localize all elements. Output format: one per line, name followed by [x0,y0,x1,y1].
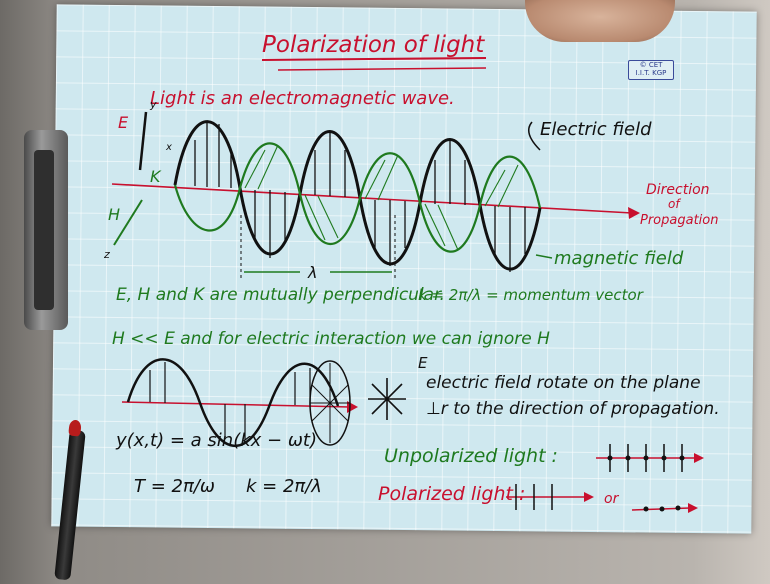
title-underline-2 [277,67,487,71]
k-formula: k = 2π/λ = momentum vector [418,286,644,304]
label-z: z [103,248,110,261]
electric-hatching [194,122,526,272]
direction-of: of [668,197,681,211]
clip-handle [34,150,54,310]
perpendicular-line: E, H and K are mutually perpendicular. [116,285,445,305]
cet-logo: © CET I.I.T. KGP [628,60,674,80]
polarized-label: Polarized light : [378,483,525,505]
propagation-axis [111,183,633,214]
small-axis [121,401,351,408]
magnetic-wave [173,142,542,253]
propagation-arrowhead [628,207,640,219]
title-underline [261,57,487,61]
rotation-spokes [310,363,350,443]
small-wave [126,358,340,447]
polarized-dot-arrowhead [688,503,698,513]
rotate-label-E: E [418,354,428,372]
direction-propagation: Propagation [640,213,718,228]
magnetic-hatching [244,144,519,251]
period-equation: T = 2π/ω [134,476,215,497]
rotate-line-1: electric field rotate on the plane [426,373,701,393]
logo-line-2: I.I.T. KGP [635,69,667,77]
unpolarized-label: Unpolarized light : [384,445,558,467]
electric-wave [173,120,542,271]
label-H: H [108,205,120,224]
star-vectors [368,378,406,420]
magnetic-field-label: magnetic field [554,248,684,269]
electric-field-label: Electric field [540,119,652,140]
direction-label: Direction [646,182,710,198]
title: Polarization of light [262,32,485,58]
small-wave-hatching [149,362,311,440]
unpolarized-dots [607,455,685,461]
ignore-line: H << E and for electric interaction we c… [112,329,550,349]
wave-equation: y(x,t) = a sin(kx − ωt) [115,430,317,451]
rotate-line-2: ⊥r to the direction of propagation. [426,399,720,419]
or-label: or [604,491,620,507]
polarized-arrowhead [584,492,594,502]
label-K: K [150,167,162,186]
polarized-dots [643,505,681,512]
polarized-arrows [515,484,553,510]
label-x: x [165,142,172,153]
logo-line-1: © CET [639,61,663,69]
electric-pointer [528,121,541,151]
presenter-hand [525,0,675,42]
label-y: y [149,98,157,111]
H-arrow [113,199,143,246]
k-equation: k = 2π/λ [246,476,322,497]
magnetic-pointer [535,254,553,259]
E-arrow [138,111,148,171]
unpolarized-arrowhead [694,453,704,463]
label-E: E [118,113,129,132]
em-wave-line: Light is an electromagnetic wave. [150,88,455,109]
lambda-label: λ [307,263,317,282]
